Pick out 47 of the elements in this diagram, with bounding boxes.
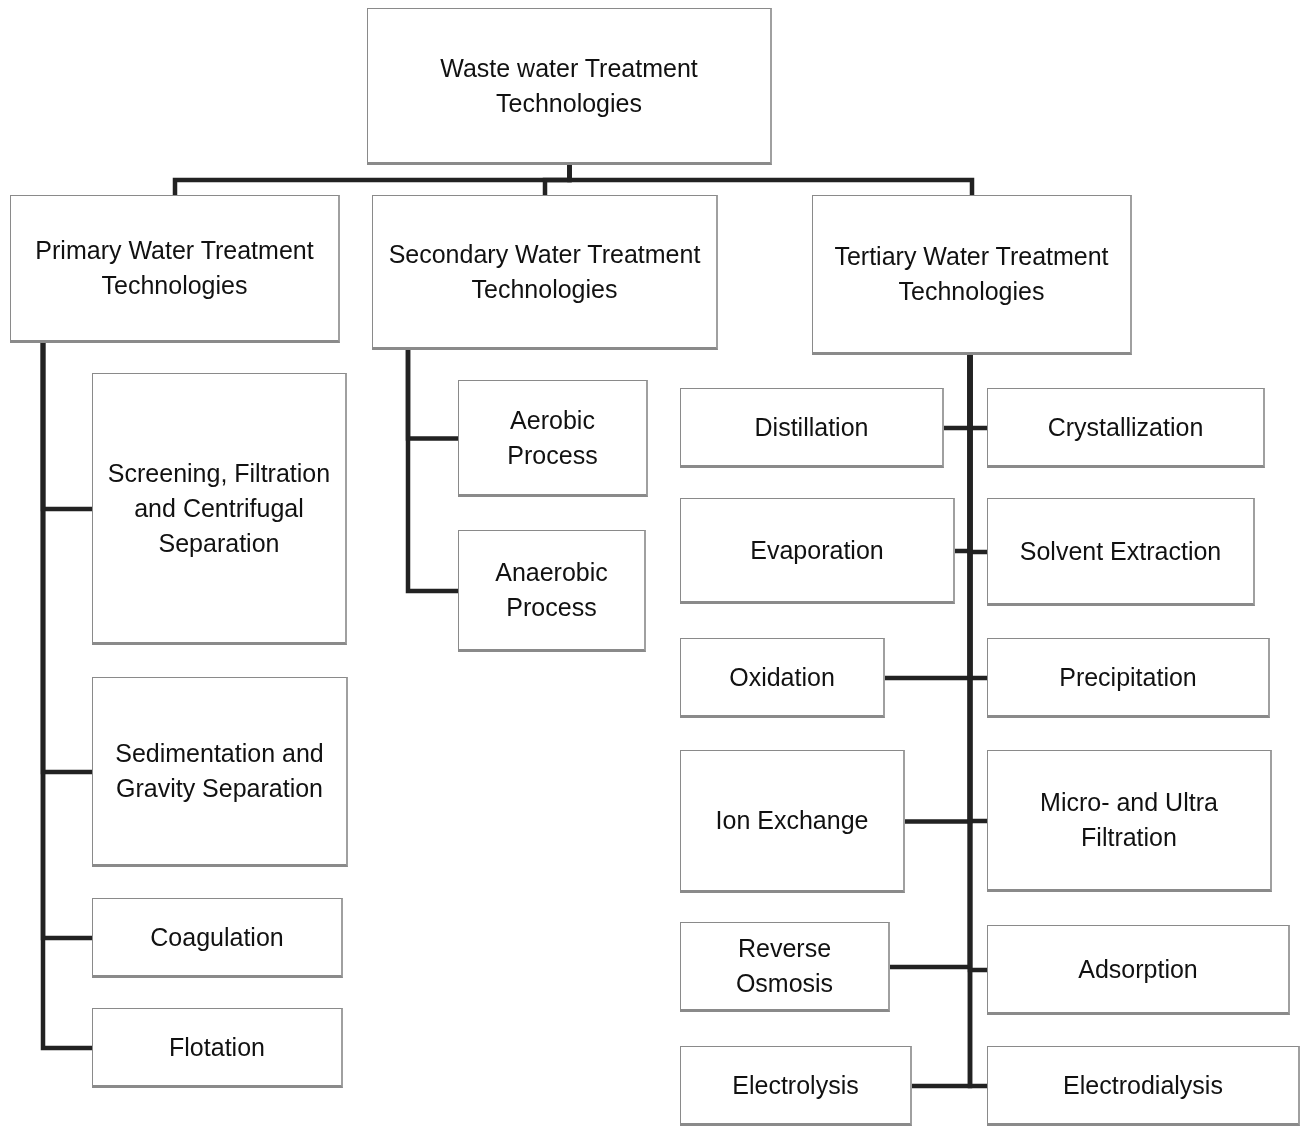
category-box	[92, 373, 347, 645]
box-label: Flotation	[169, 1031, 265, 1063]
box-label: Tertiary Water Treatment Technologies	[833, 241, 1110, 307]
category-box	[987, 1046, 1300, 1126]
box-label: Distillation	[754, 411, 869, 443]
box-label: Primary Water Treatment Technologies	[34, 235, 315, 301]
category-box	[680, 1046, 912, 1126]
category-box	[987, 388, 1265, 468]
box-label: Waste water Treatment Technologies	[439, 52, 699, 119]
connector-line	[567, 165, 975, 195]
box-label: Evaporation	[750, 534, 884, 566]
category-box	[367, 8, 772, 165]
category-box	[680, 750, 905, 893]
box-label: Electrodialysis	[1063, 1069, 1223, 1101]
box-label: Sedimentation and Gravity Separation	[114, 738, 325, 804]
category-box	[458, 380, 648, 497]
category-box	[10, 195, 340, 343]
box-label: Solvent Extraction	[1019, 535, 1222, 567]
connector-line	[405, 350, 458, 594]
box-label: Screening, Filtration and Centrifugal Separation	[106, 457, 332, 559]
box-label: Crystallization	[1047, 411, 1204, 443]
category-box	[987, 925, 1290, 1015]
box-label: Precipitation	[1059, 661, 1197, 693]
category-box	[987, 638, 1270, 718]
category-box	[92, 677, 348, 867]
box-label: Adsorption	[1078, 953, 1198, 985]
box-label: Oxidation	[729, 661, 835, 693]
box-label: Ion Exchange	[715, 805, 869, 836]
category-box	[987, 498, 1255, 606]
box-label: Secondary Water Treatment Technologies	[387, 238, 702, 305]
box-label: Coagulation	[150, 921, 284, 953]
box-label: Aerobic Process	[506, 404, 599, 471]
box-label: Electrolysis	[732, 1069, 859, 1101]
category-box	[92, 898, 343, 978]
category-box	[680, 388, 944, 468]
connector-line	[40, 343, 92, 1051]
category-box	[987, 750, 1272, 892]
box-label: Anaerobic Process	[494, 557, 609, 623]
category-box	[680, 638, 885, 718]
category-box	[680, 498, 955, 604]
category-box	[92, 1008, 343, 1088]
box-label: Reverse Osmosis	[734, 933, 835, 999]
category-box	[812, 195, 1132, 355]
category-box	[458, 530, 646, 652]
category-box	[372, 195, 718, 350]
box-label: Micro- and Ultra Filtration	[1039, 787, 1219, 853]
category-box	[680, 922, 890, 1012]
